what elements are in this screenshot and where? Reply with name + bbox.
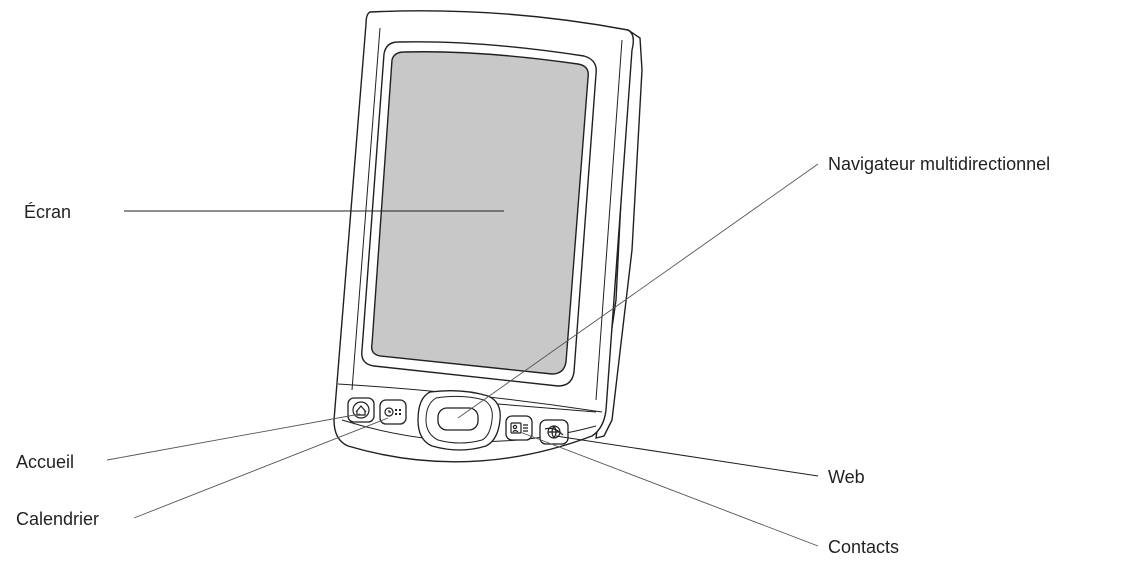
button-panel-divider-right xyxy=(497,403,597,413)
device-inner-left-line xyxy=(351,27,381,391)
globe-icon xyxy=(544,425,564,439)
contacts-icon xyxy=(510,422,528,434)
screen-label: Écran xyxy=(24,202,71,222)
web-label: Web xyxy=(828,467,865,487)
calendar-button[interactable] xyxy=(379,399,407,425)
calendar-icon xyxy=(384,407,401,417)
web-button[interactable] xyxy=(539,419,569,445)
web-leader xyxy=(555,435,819,477)
contacts-button[interactable] xyxy=(505,415,533,441)
home-label: Accueil xyxy=(16,452,74,472)
contacts-label: Contacts xyxy=(828,537,899,557)
calendar-leader xyxy=(133,417,389,519)
home-icon xyxy=(352,401,370,419)
calendar-label: Calendrier xyxy=(16,509,99,529)
handheld-device xyxy=(333,10,643,463)
device-inner-right-line xyxy=(595,39,623,401)
navigator-label: Navigateur multidirectionnel xyxy=(828,154,1050,174)
navigator-button[interactable] xyxy=(417,390,501,451)
screen-display xyxy=(370,51,589,375)
leader-lines xyxy=(106,163,819,547)
navigator-center-select[interactable] xyxy=(437,407,479,431)
home-button[interactable] xyxy=(347,397,375,423)
home-leader xyxy=(106,413,361,461)
contacts-leader xyxy=(519,431,819,547)
navigator-leader xyxy=(457,163,819,419)
